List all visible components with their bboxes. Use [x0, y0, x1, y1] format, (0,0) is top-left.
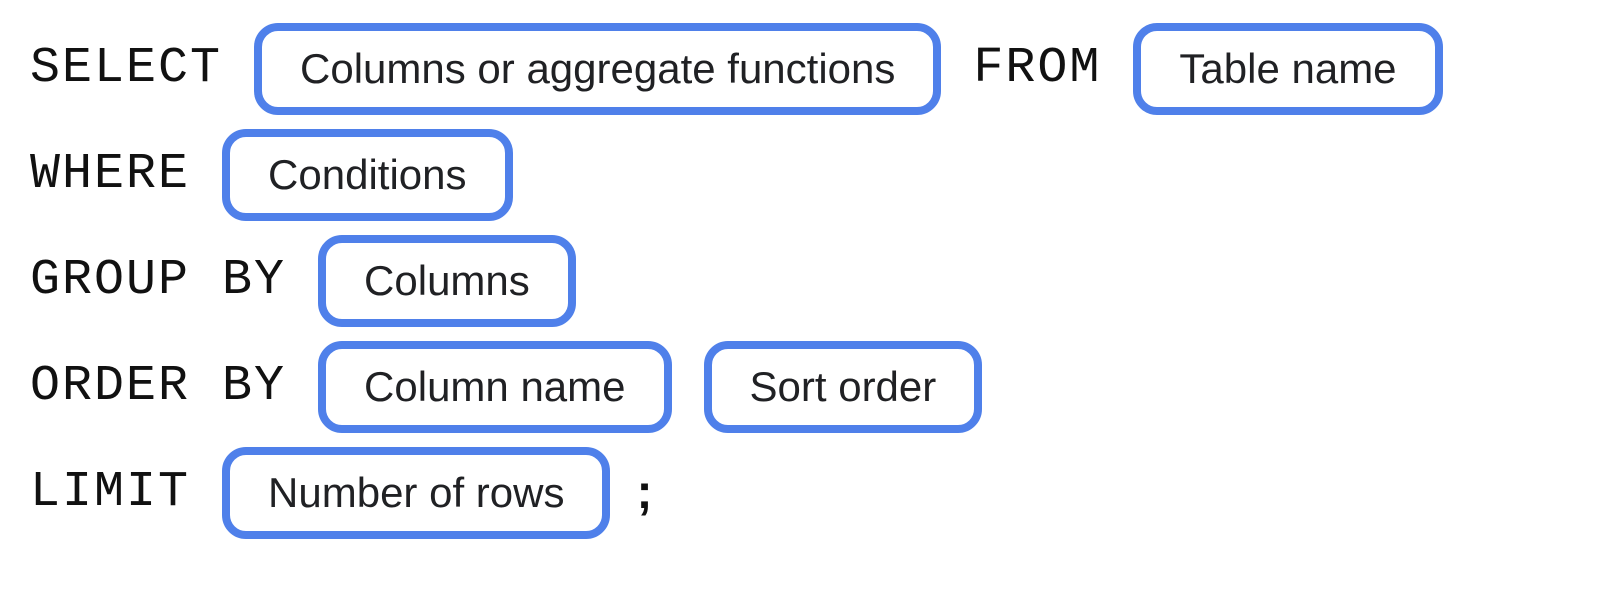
sort-order-placeholder-box: Sort order: [703, 341, 983, 433]
from-keyword: FROM: [973, 40, 1102, 97]
where-keyword: WHERE: [30, 146, 191, 203]
column-name-placeholder-box: Column name: [318, 341, 672, 433]
select-from-clause-row: SELECT Columns or aggregate functions FR…: [30, 23, 1600, 115]
order-by-clause-row: ORDER BY Column name Sort order: [30, 341, 1600, 433]
number-of-rows-placeholder-box: Number of rows: [222, 447, 611, 539]
columns-or-aggregate-functions-placeholder-box: Columns or aggregate functions: [254, 23, 942, 115]
select-keyword: SELECT: [30, 40, 223, 97]
statement-terminator-semicolon: ;: [636, 466, 653, 519]
group-by-clause-row: GROUP BY Columns: [30, 235, 1600, 327]
group-by-keyword: GROUP BY: [30, 252, 287, 309]
group-by-columns-placeholder-box: Columns: [318, 235, 576, 327]
limit-clause-row: LIMIT Number of rows ;: [30, 447, 1600, 539]
limit-keyword: LIMIT: [30, 464, 191, 521]
table-name-placeholder-box: Table name: [1133, 23, 1443, 115]
where-clause-row: WHERE Conditions: [30, 129, 1600, 221]
conditions-placeholder-box: Conditions: [222, 129, 513, 221]
order-by-keyword: ORDER BY: [30, 358, 287, 415]
